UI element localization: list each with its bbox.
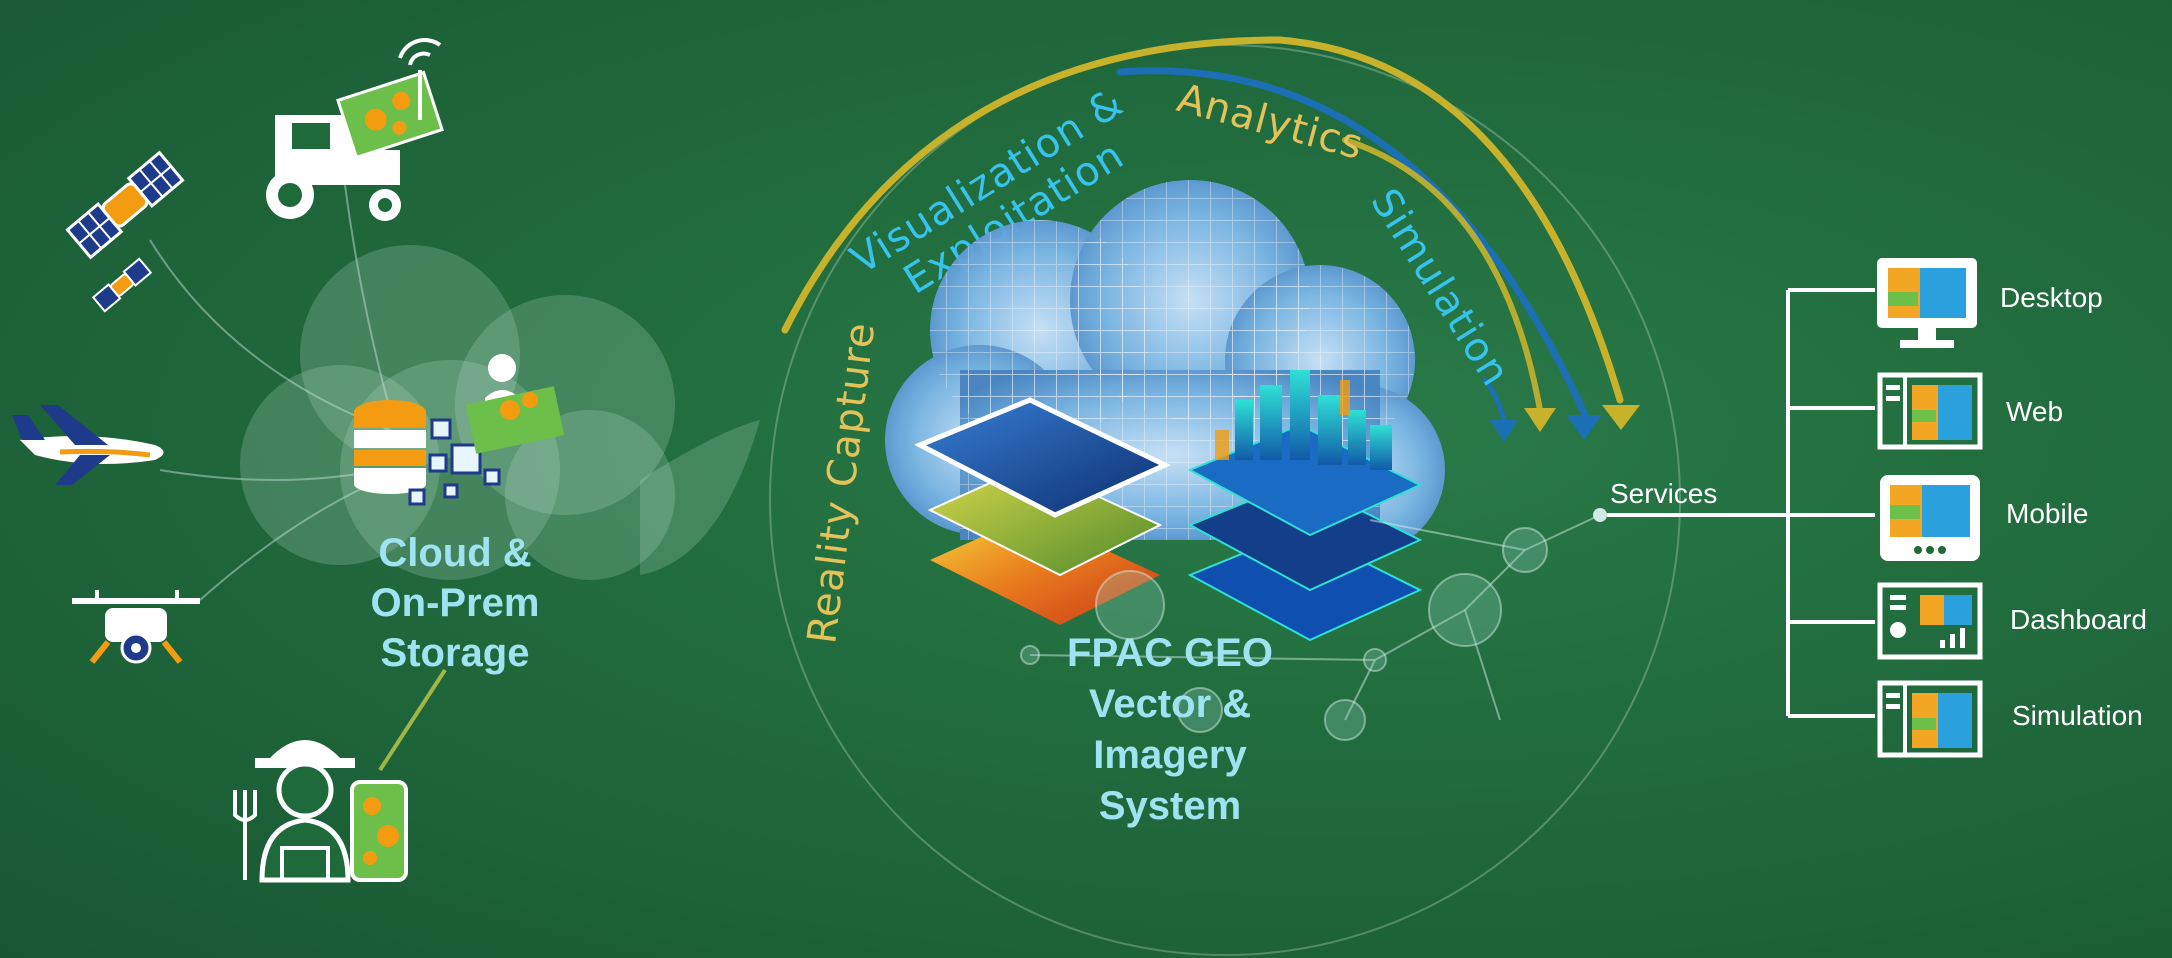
dashboard-icon xyxy=(1877,582,1983,660)
services-tree xyxy=(1607,288,1875,718)
database-icon xyxy=(354,354,565,506)
core-title-line-3: Imagery xyxy=(1093,733,1247,777)
network-graph xyxy=(1020,514,1601,741)
arc-arrowheads xyxy=(1490,405,1640,442)
core-title-line-1: FPAC GEO xyxy=(1067,631,1273,675)
arc-label-reality-capture: Reality Capture xyxy=(799,320,884,647)
services-label: Services xyxy=(1610,478,1718,509)
satellite-icon xyxy=(65,150,185,260)
services-node xyxy=(1593,508,1607,522)
mobile-icon xyxy=(1880,475,1980,561)
output-label-mobile: Mobile xyxy=(2006,498,2089,529)
tractor-icon xyxy=(266,38,444,221)
storage-title-line-1: Cloud & xyxy=(378,531,532,575)
storage-title-line-2: On-Prem xyxy=(370,581,540,625)
core-title-line-2: Vector & xyxy=(1088,682,1252,726)
output-label-dashboard: Dashboard xyxy=(2010,604,2147,635)
web-icon xyxy=(1877,372,1983,450)
core-system-title: FPAC GEO Vector & Imagery System xyxy=(1040,628,1300,832)
satellite-small-icon xyxy=(91,257,153,313)
farmer-connector xyxy=(378,668,447,772)
vector-city-icon xyxy=(1187,370,1423,642)
imagery-layers-icon xyxy=(914,397,1171,625)
farmer-icon xyxy=(233,740,408,883)
output-label-web: Web xyxy=(2006,396,2064,427)
core-title-line-4: System xyxy=(1098,784,1242,828)
desktop-icon xyxy=(1877,258,1977,348)
airplane-icon xyxy=(12,405,164,485)
drone-icon xyxy=(72,590,200,664)
storage-title-line-3: Storage xyxy=(380,631,530,675)
output-label-desktop: Desktop xyxy=(2000,282,2103,313)
output-label-simulation: Simulation xyxy=(2012,700,2143,731)
simulation-icon xyxy=(1877,680,1983,758)
storage-title: Cloud & On-Prem Storage xyxy=(340,528,570,678)
